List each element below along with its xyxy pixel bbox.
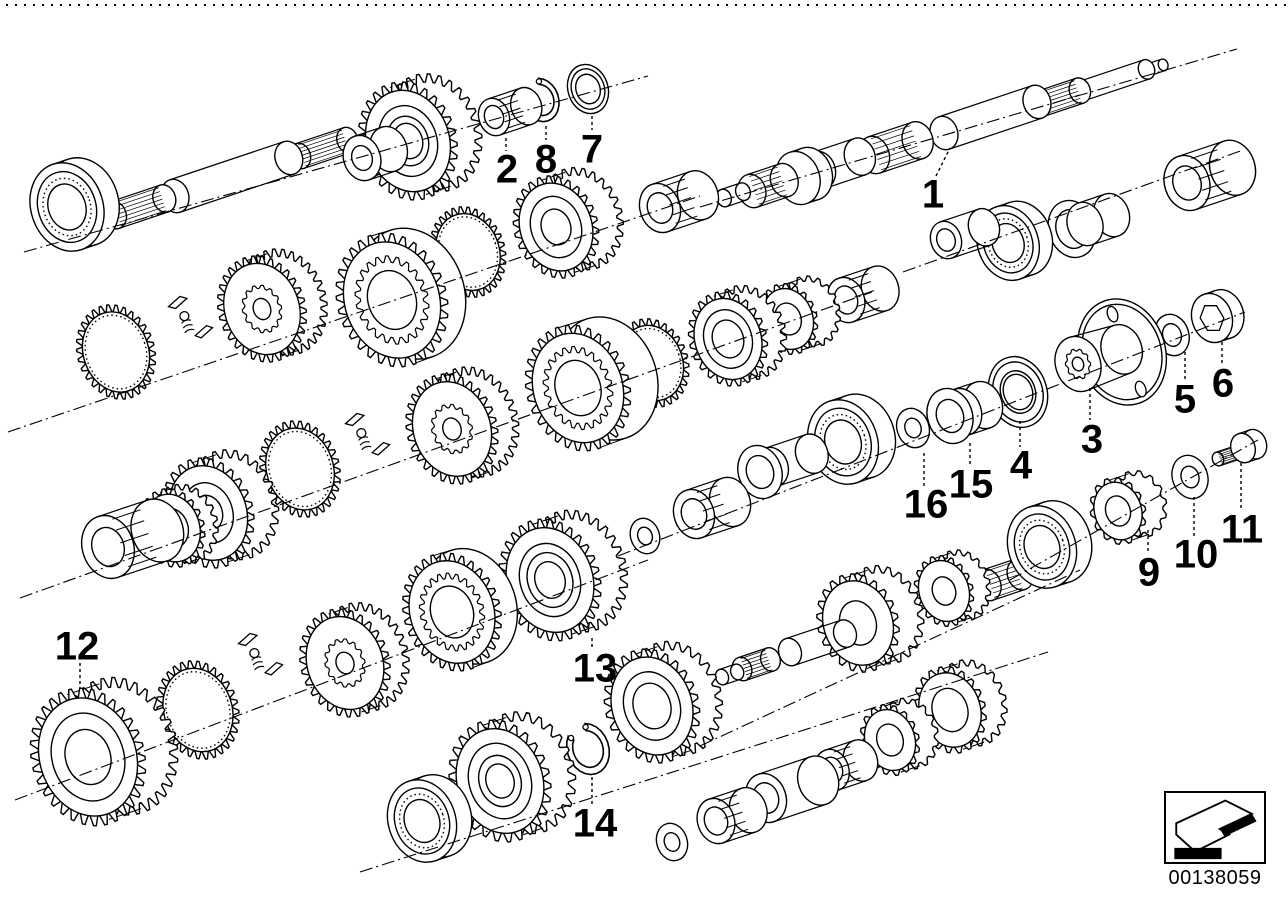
change-arrow-icon: [1174, 799, 1257, 860]
part-ringT: [259, 420, 341, 518]
part-cyl: [1066, 192, 1131, 247]
part-label-10[interactable]: 10: [1174, 532, 1219, 576]
part-cyl: [777, 619, 858, 667]
part-label-1[interactable]: 1: [922, 172, 944, 216]
part-gear: [603, 640, 724, 764]
part-bearing: [1006, 499, 1093, 589]
part-label-3[interactable]: 3: [1081, 417, 1103, 461]
part-label-9[interactable]: 9: [1138, 550, 1160, 594]
part-gear: [1089, 470, 1168, 545]
part-label-12[interactable]: 12: [55, 624, 100, 668]
part-gear: [512, 167, 625, 279]
part-hub: [216, 248, 328, 363]
part-bearing: [29, 157, 120, 252]
part-gear: [687, 284, 788, 387]
part-cyl: [929, 84, 1052, 151]
center-line: [699, 569, 1081, 747]
part-keys: [167, 295, 214, 339]
part-keys: [237, 632, 284, 676]
diagram-number: 00138059: [1168, 867, 1262, 889]
part-cage: [826, 265, 900, 324]
part-gear: [29, 676, 179, 827]
part-snap: [566, 722, 610, 776]
part-cyl: [731, 647, 782, 682]
part-ring: [655, 822, 689, 862]
part-ring: [737, 444, 783, 500]
center-line: [7, 195, 701, 433]
part-cyl: [160, 140, 304, 214]
part-flange-hub: [1054, 323, 1144, 393]
center-line: [1009, 439, 1259, 581]
part-keys: [344, 412, 391, 456]
part-label-5[interactable]: 5: [1174, 377, 1196, 421]
part-label-14[interactable]: 14: [573, 801, 618, 845]
center-line: [617, 311, 1246, 557]
part-gear: [913, 549, 992, 628]
center-line: [19, 291, 873, 599]
part-label-13[interactable]: 13: [573, 646, 618, 690]
part-ringT: [156, 660, 240, 760]
part-label-15[interactable]: 15: [949, 462, 994, 506]
part-ring: [987, 355, 1049, 429]
part-cyl: [342, 125, 409, 182]
part-gear: [448, 711, 577, 843]
center-line: [14, 559, 649, 801]
part-label-16[interactable]: 16: [904, 482, 949, 526]
part-bearing: [386, 773, 473, 863]
part-ring: [629, 517, 661, 555]
part-cage: [638, 170, 720, 234]
part-hub: [405, 366, 520, 485]
part-cage: [1163, 139, 1257, 212]
part-cyl: [715, 182, 752, 208]
part-label-11[interactable]: 11: [1221, 507, 1263, 551]
part-cyl: [714, 663, 745, 686]
part-gear: [498, 509, 629, 642]
part-label-2[interactable]: 2: [496, 147, 518, 191]
part-gear: [913, 659, 1008, 754]
stamp-box: [1164, 791, 1266, 864]
center-line: [699, 48, 1238, 208]
part-label-8[interactable]: 8: [535, 137, 557, 181]
part-cage: [672, 476, 752, 540]
center-line: [359, 651, 1049, 873]
part-cage: [696, 786, 768, 845]
part-ringT: [75, 304, 157, 400]
part-leader-line: [935, 147, 951, 177]
part-label-6[interactable]: 6: [1212, 361, 1234, 405]
part-ringGear: [335, 227, 467, 368]
center-line: [23, 75, 649, 253]
part-cyl: [1229, 428, 1268, 464]
part-ring: [1171, 454, 1209, 500]
part-cage: [80, 498, 185, 580]
part-ringGear: [402, 547, 519, 672]
part-cyl: [929, 207, 1001, 260]
revision-stamp: 00138059: [1164, 791, 1266, 890]
part-nut: [1190, 288, 1245, 344]
part-cage: [477, 86, 543, 137]
center-line: [902, 149, 1244, 273]
part-hub: [299, 601, 410, 718]
part-label-7[interactable]: 7: [581, 127, 603, 171]
part-ring: [566, 63, 610, 115]
top-dotted-border: [6, 4, 1288, 6]
part-label-4[interactable]: 4: [1010, 443, 1033, 487]
